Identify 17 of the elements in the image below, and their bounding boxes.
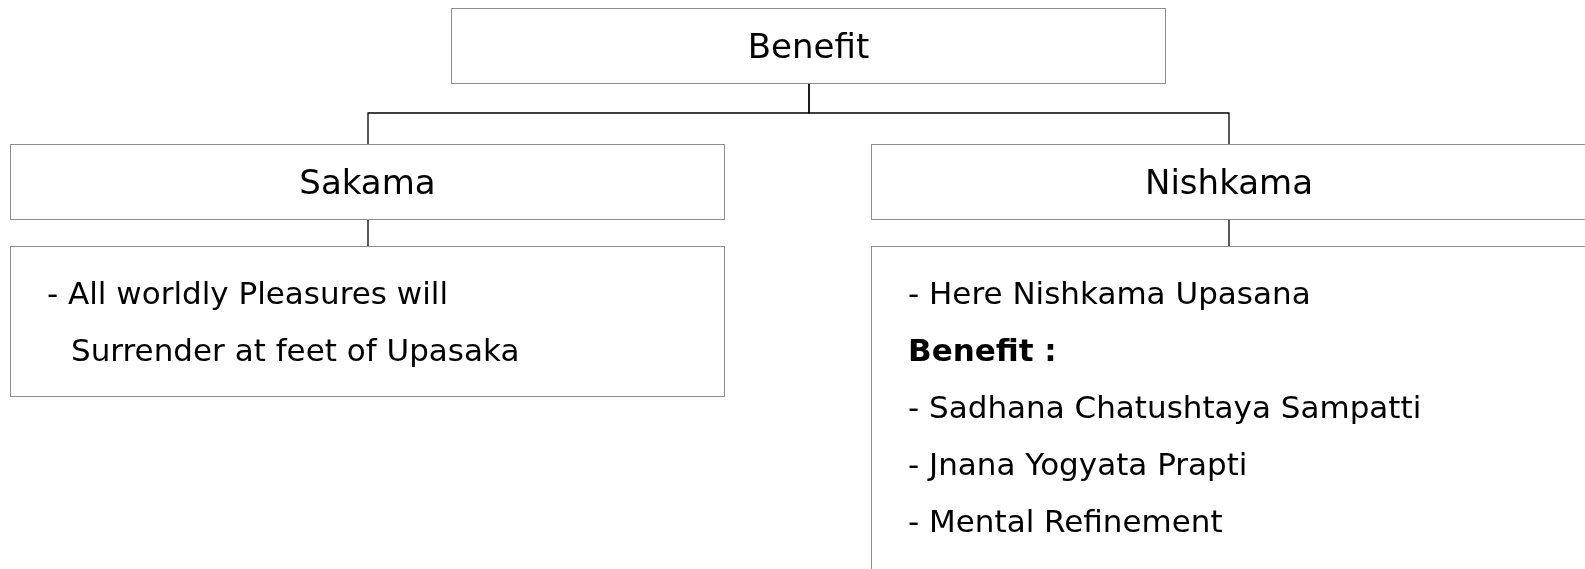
list-item: Benefit : bbox=[908, 331, 1058, 370]
content-box bbox=[10, 246, 725, 397]
connector-line bbox=[808, 83, 1230, 145]
connector-line bbox=[1228, 219, 1230, 247]
content-box bbox=[871, 246, 1585, 569]
category-box bbox=[871, 144, 1585, 220]
box-title: Sakama bbox=[299, 162, 436, 202]
list-item: - Jnana Yogyata Prapti bbox=[908, 445, 1249, 484]
list-item: - Mental Refinement bbox=[908, 502, 1224, 541]
list-item: - Here Nishkama Upasana bbox=[908, 274, 1312, 313]
box-title: Nishkama bbox=[1145, 162, 1313, 202]
box-title: Benefit bbox=[747, 26, 870, 66]
connector-line bbox=[367, 219, 369, 247]
category-box bbox=[10, 144, 725, 220]
list-item: - All worldly Pleasures will Surrender at feet of Upasaka bbox=[47, 274, 521, 370]
list-item: - Sadhana Chatushtaya Sampatti bbox=[908, 388, 1423, 427]
category-box bbox=[451, 8, 1166, 84]
